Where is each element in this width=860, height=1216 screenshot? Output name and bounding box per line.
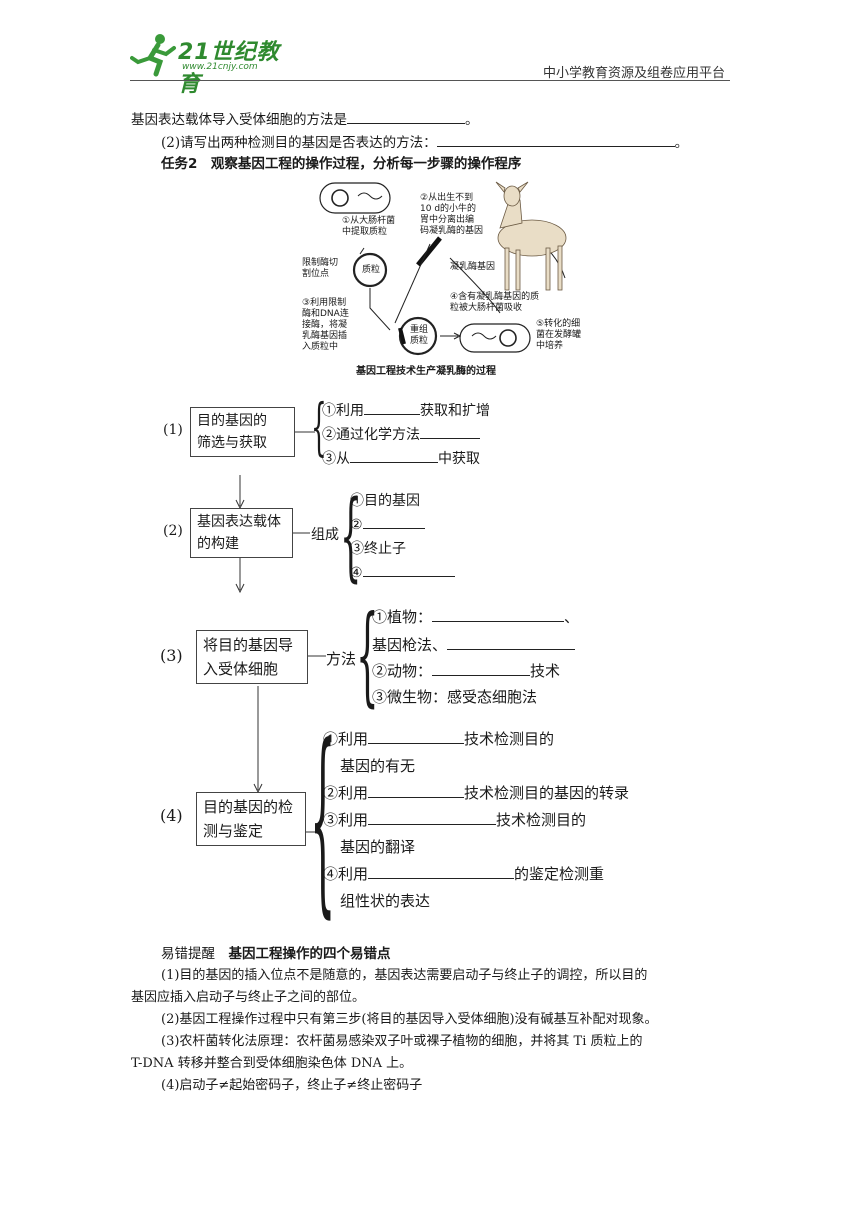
line2-end: 。	[674, 135, 689, 151]
step3-box: 将目的基因导入受体细胞	[196, 630, 308, 684]
tips-label: 易错提醒	[161, 946, 215, 962]
tip-1a: (1)目的基因的插入位点不是随意的，基因表达需要启动子与终止子的调控，所以目的	[161, 968, 648, 983]
step4-item-4: ④利用的鉴定检测重	[323, 864, 605, 883]
step3-item-1b: 基因枪法、	[372, 634, 576, 655]
step1-number: (1)	[163, 422, 183, 438]
step4-item-4b: 组性状的表达	[340, 892, 431, 910]
step4-number: (4)	[160, 806, 183, 825]
question-line-1: 基因表达载体导入受体细胞的方法是 。	[131, 108, 479, 128]
tips-title: 基因工程操作的四个易错点	[228, 946, 391, 962]
step1-item-2: ②通过化学方法	[322, 424, 480, 444]
step2-blank-2[interactable]	[362, 514, 425, 529]
answer-blank-1[interactable]	[347, 109, 465, 124]
step4-brace: {	[310, 703, 336, 936]
plasmid-label: 质粒	[362, 265, 381, 275]
logo-url: www.21cnjy.com	[182, 62, 258, 72]
error-tips: 易错提醒 基因工程操作的四个易错点 (1)目的基因的插入位点不是随意的，基因表达…	[0, 940, 860, 1100]
step3-number: (3)	[160, 646, 183, 665]
step2-item-4: ④	[350, 562, 455, 581]
step1-blank-3[interactable]	[350, 448, 438, 463]
flow-arrows	[235, 431, 326, 833]
step1-blank-2[interactable]	[420, 424, 480, 439]
tip-1b: 基因应插入启动子与终止子之间的部位。	[131, 990, 366, 1005]
step2-item-3: ③终止子	[350, 541, 406, 557]
step4-item-1b: 基因的有无	[340, 757, 416, 775]
step2-item-2: ②	[350, 514, 425, 533]
step4-item-1: ①利用技术检测目的	[323, 729, 555, 748]
step4-blank-4[interactable]	[368, 864, 515, 879]
page-header: 21世纪教育 www.21cnjy.com 中小学教育资源及组卷应用平台	[0, 0, 860, 97]
logo-text: 21世纪教育	[178, 40, 280, 97]
gene-label: 凝乳酶基因	[450, 262, 496, 272]
step3-blank-1[interactable]	[432, 607, 565, 622]
flow-chart: (1) 目的基因的筛选与获取 { ①利用获取和扩增 ②通过化学方法 ③从中获取 …	[0, 390, 860, 920]
step2-box: 基因表达载体的构建	[190, 508, 293, 558]
step3-brace: {	[356, 593, 379, 718]
figure-caption: 基因工程技术生产凝乳酶的过程	[356, 366, 496, 377]
recombinant-plasmid-label: 重组质粒	[410, 325, 429, 346]
step3-connector: 方法	[326, 650, 357, 668]
step4-label: ④含有凝乳酶基因的质粒被大肠杆菌吸收	[450, 292, 540, 313]
answer-blank-2[interactable]	[436, 132, 675, 147]
tips-heading: 易错提醒 基因工程操作的四个易错点	[161, 942, 391, 962]
step1-brace: {	[311, 390, 327, 463]
step1-blank-1[interactable]	[364, 400, 420, 415]
tip-3a: (3)农杆菌转化法原理：农杆菌易感染双子叶或裸子植物的细胞，并将其 Ti 质粒上…	[161, 1034, 643, 1049]
step5-label: ⑤转化的细菌在发酵罐中培养	[536, 319, 582, 351]
header-rule	[130, 80, 730, 81]
calf-illustration	[495, 181, 567, 291]
runner-logo-icon	[130, 34, 176, 77]
line1-end: 。	[465, 112, 479, 128]
step3-item-3: ③微生物：感受态细胞法	[372, 688, 538, 706]
step4-item-2: ②利用技术检测目的基因的转录	[323, 783, 630, 802]
step3-item-1: ①植物：、	[372, 607, 580, 626]
step1-item-1: ①利用获取和扩增	[322, 400, 490, 420]
step3-label: ③利用限制酶和DNA连接酶，将凝乳酶基因插入质粒中	[302, 298, 349, 352]
step2-item-1: ①目的基因	[350, 493, 420, 509]
step1-item-3: ③从中获取	[322, 448, 480, 468]
figure-graphics	[319, 181, 567, 356]
tip-3b: T-DNA 转移并整合到受体细胞染色体 DNA 上。	[131, 1056, 413, 1071]
step1-box: 目的基因的筛选与获取	[190, 407, 295, 457]
tip-4: (4)启动子≠起始密码子，终止子≠终止密码子	[161, 1078, 423, 1093]
step3-blank-2[interactable]	[447, 635, 576, 650]
step4-blank-3[interactable]	[368, 810, 497, 825]
step4-item-3b: 基因的翻译	[340, 838, 416, 856]
line1-text: 基因表达载体导入受体细胞的方法是	[131, 112, 347, 128]
step4-blank-2[interactable]	[368, 783, 465, 798]
step2-number: (2)	[163, 523, 183, 539]
step4-box: 目的基因的检测与鉴定	[196, 792, 306, 846]
logo: 21世纪教育 www.21cnjy.com	[130, 32, 300, 97]
step1-label: ①从大肠杆菌中提取质粒	[342, 216, 396, 237]
step3-blank-3[interactable]	[432, 661, 531, 676]
step2-blank-4[interactable]	[362, 562, 455, 577]
task-2-heading: 任务2 观察基因工程的操作过程，分析每一步骤的操作程序	[161, 156, 522, 172]
step2-connector: 组成	[311, 527, 339, 543]
step3-item-2: ②动物：技术	[372, 661, 561, 680]
header-right-text: 中小学教育资源及组卷应用平台	[543, 66, 726, 81]
cut-site-label: 限制酶切割位点	[302, 258, 339, 279]
step4-item-3: ③利用技术检测目的	[323, 810, 587, 829]
line2-text: (2)请写出两种检测目的基因是否表达的方法：	[161, 135, 437, 151]
tip-2: (2)基因工程操作过程中只有第三步(将目的基因导入受体细胞)没有碱基互补配对现象…	[161, 1012, 658, 1027]
step4-blank-1[interactable]	[368, 729, 465, 744]
question-line-2: (2)请写出两种检测目的基因是否表达的方法： 。	[161, 131, 688, 151]
step2-brace: {	[340, 480, 362, 592]
